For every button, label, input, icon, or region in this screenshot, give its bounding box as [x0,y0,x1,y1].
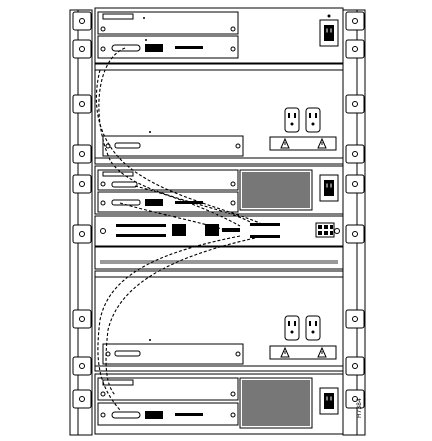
top-chassis-power-inlet-icon [319,14,339,47]
cable-middle-to-patch [134,185,241,227]
warning-triangle-icon [317,346,327,358]
warning-triangle-icon [280,137,290,149]
top-chassis-line-card [97,11,239,35]
patch-panel [94,215,344,247]
top-chassis [94,7,344,64]
upper-power-shelf [94,63,344,165]
lower-power-shelf-control-card [102,339,244,365]
figure-id-label: H7384 [356,398,363,418]
lower-power-shelf-warning-label [269,345,337,360]
cable-patch-to-bottom-2 [105,237,256,396]
warning-triangle-icon [280,346,290,358]
upper-power-shelf-power-outlet-icon-2 [305,107,321,133]
cable-top-to-patch-2 [95,69,263,225]
rail-mounting-ears [72,11,365,409]
cable-routing [95,47,263,411]
lower-power-shelf-power-outlet-icon-2 [305,315,321,341]
upper-power-shelf-warning-label [269,136,337,151]
bottom-chassis-power-inlet-icon [319,387,339,415]
middle-chassis-power-inlet-icon [319,174,339,202]
warning-triangle-icon [317,137,327,149]
middle-chassis-line-card [97,169,239,191]
cable-middle-to-patch-2 [119,202,226,231]
bottom-chassis-fan-vent [239,377,313,429]
bottom-chassis-line-card [97,377,239,401]
upper-power-shelf-control-card [102,131,244,157]
lower-power-shelf [94,270,344,372]
top-chassis-processor-card [97,35,239,59]
middle-chassis-processor-card [97,191,239,213]
bottom-chassis-processor-card [97,402,239,426]
cable-patch-to-bottom [97,235,241,411]
lower-power-shelf-power-outlet-icon [284,315,300,341]
cable-top-to-patch [98,47,251,223]
middle-chassis-fan-vent [239,169,313,211]
cable-tray [94,246,344,270]
upper-power-shelf-power-outlet-icon [284,107,300,133]
bottom-chassis [94,373,344,435]
